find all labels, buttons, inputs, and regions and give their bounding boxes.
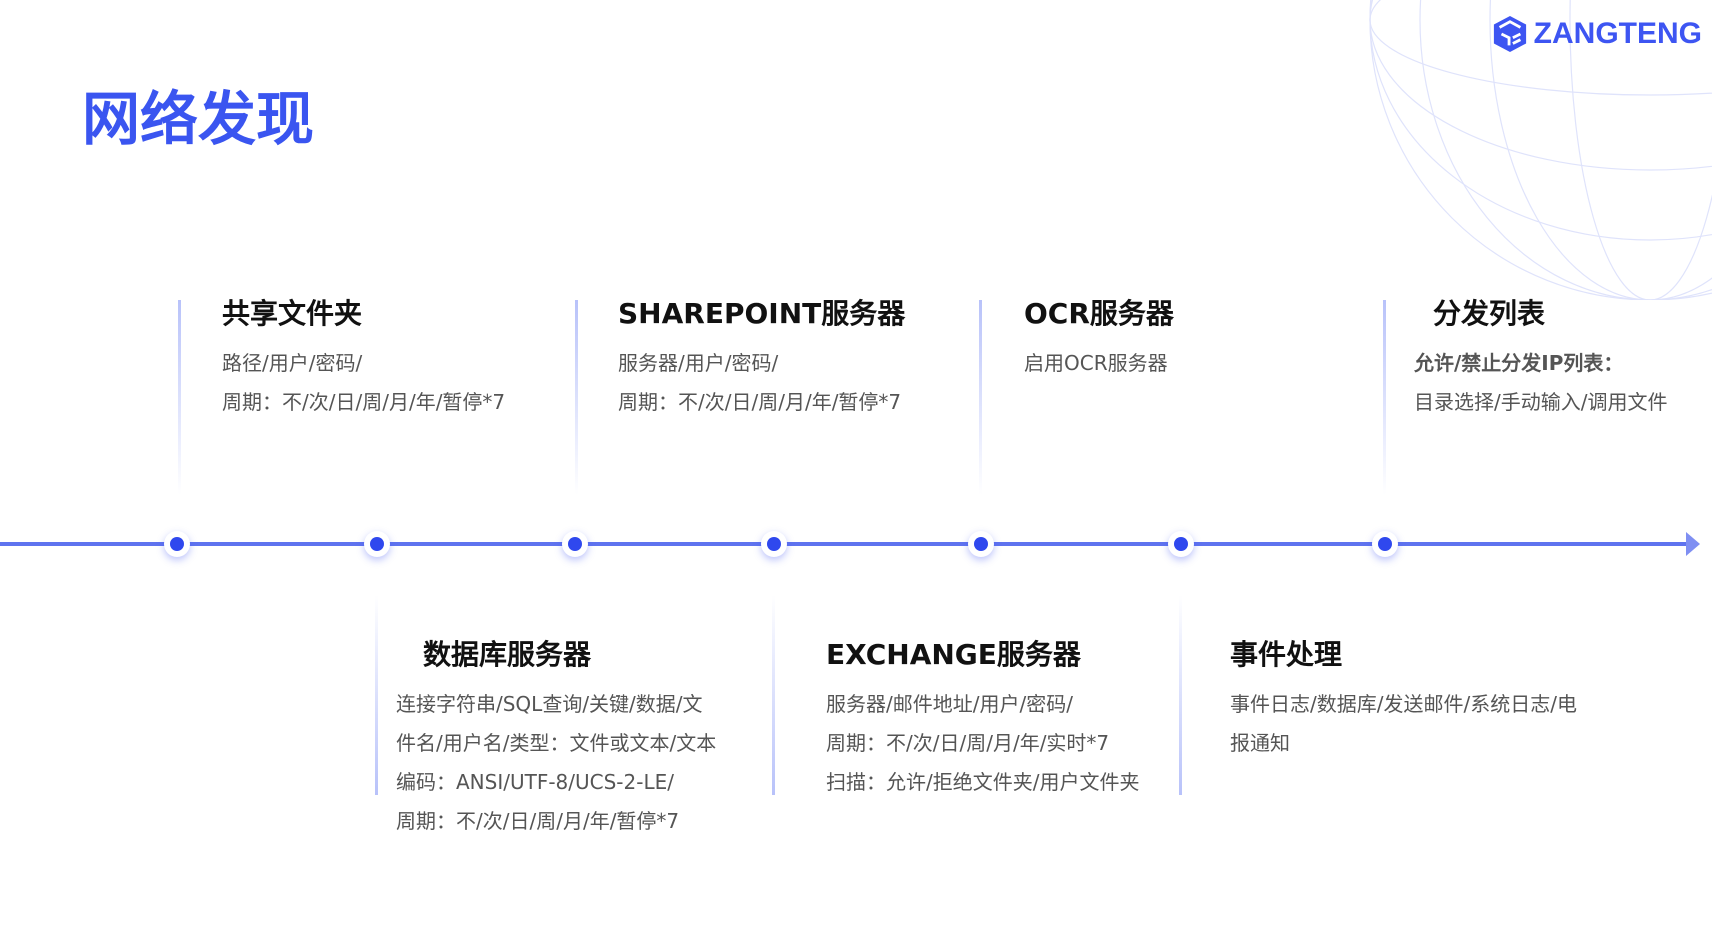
timeline-item-sharepoint: SHAREPOINT服务器 服务器/用户/密码/ 周期：不/次/日/周/月/年/…: [618, 292, 968, 422]
timeline-item-distribution-list: 分发列表 允许/禁止分发IP列表： 目录选择/手动输入/调用文件: [1414, 292, 1699, 422]
item-text: 连接字符串/SQL查询/关键/数据/文: [396, 692, 703, 716]
timeline-item-event-handling: 事件处理 事件日志/数据库/发送邮件/系统日志/电 报通知: [1230, 633, 1670, 763]
item-text: 周期：不/次/日/周/月/年/暂停*7: [396, 809, 680, 833]
cube-logo-icon: [1493, 16, 1526, 52]
timeline-axis: [0, 542, 1688, 546]
item-text: 周期：不/次/日/周/月/年/暂停*7: [222, 390, 506, 414]
item-text: 周期：不/次/日/周/月/年/实时*7: [826, 731, 1110, 755]
item-text: 路径/用户/密码/: [222, 351, 363, 375]
timeline-item-exchange: EXCHANGE服务器 服务器/邮件地址/用户/密码/ 周期：不/次/日/周/月…: [826, 633, 1171, 802]
item-title: SHAREPOINT服务器: [618, 297, 906, 330]
timeline-item-database: 数据库服务器 连接字符串/SQL查询/关键/数据/文 件名/用户名/类型：文件或…: [396, 633, 761, 841]
timeline-dot: [1372, 531, 1398, 557]
item-text: 扫描：允许/拒绝文件夹/用户文件夹: [826, 770, 1140, 794]
connector-line: [1383, 300, 1386, 495]
timeline-dot: [968, 531, 994, 557]
item-text: 启用OCR服务器: [1024, 351, 1168, 375]
item-text: 事件日志/数据库/发送邮件/系统日志/电: [1230, 692, 1577, 716]
connector-line: [979, 300, 982, 495]
connector-line: [178, 300, 181, 495]
item-text: 报通知: [1230, 731, 1290, 755]
item-title: 共享文件夹: [222, 297, 363, 330]
brand-logo: ZANGTENG: [1492, 15, 1702, 53]
timeline-dot: [761, 531, 787, 557]
connector-line: [772, 595, 775, 795]
timeline-dot: [364, 531, 390, 557]
item-text: 件名/用户名/类型：文件或文本/文本: [396, 731, 717, 755]
item-title: OCR服务器: [1024, 297, 1174, 330]
arrow-right-icon: [1686, 532, 1700, 556]
item-text: 编码：ANSI/UTF-8/UCS-2-LE/: [396, 770, 674, 794]
timeline-dot: [164, 531, 190, 557]
timeline-dot: [1168, 531, 1194, 557]
logo-text: ZANGTENG: [1533, 17, 1702, 50]
item-title: 分发列表: [1433, 297, 1546, 330]
timeline-dot: [562, 531, 588, 557]
item-text: 服务器/用户/密码/: [618, 351, 779, 375]
connector-line: [1179, 595, 1182, 795]
connector-line: [575, 300, 578, 495]
item-title: 数据库服务器: [423, 638, 592, 671]
item-title: 事件处理: [1230, 638, 1343, 671]
item-text: 允许/禁止分发IP列表：: [1414, 351, 1624, 375]
timeline-item-ocr: OCR服务器 启用OCR服务器: [1024, 292, 1364, 383]
item-text: 周期：不/次/日/周/月/年/暂停*7: [618, 390, 902, 414]
page-title: 网络发现: [82, 85, 315, 153]
connector-line: [375, 595, 378, 795]
item-text: 服务器/邮件地址/用户/密码/: [826, 692, 1073, 716]
item-title: EXCHANGE服务器: [826, 638, 1081, 671]
timeline-item-shared-folder: 共享文件夹 路径/用户/密码/ 周期：不/次/日/周/月/年/暂停*7: [222, 292, 562, 422]
globe-decoration: [1369, 0, 1712, 300]
item-text: 目录选择/手动输入/调用文件: [1414, 390, 1668, 414]
